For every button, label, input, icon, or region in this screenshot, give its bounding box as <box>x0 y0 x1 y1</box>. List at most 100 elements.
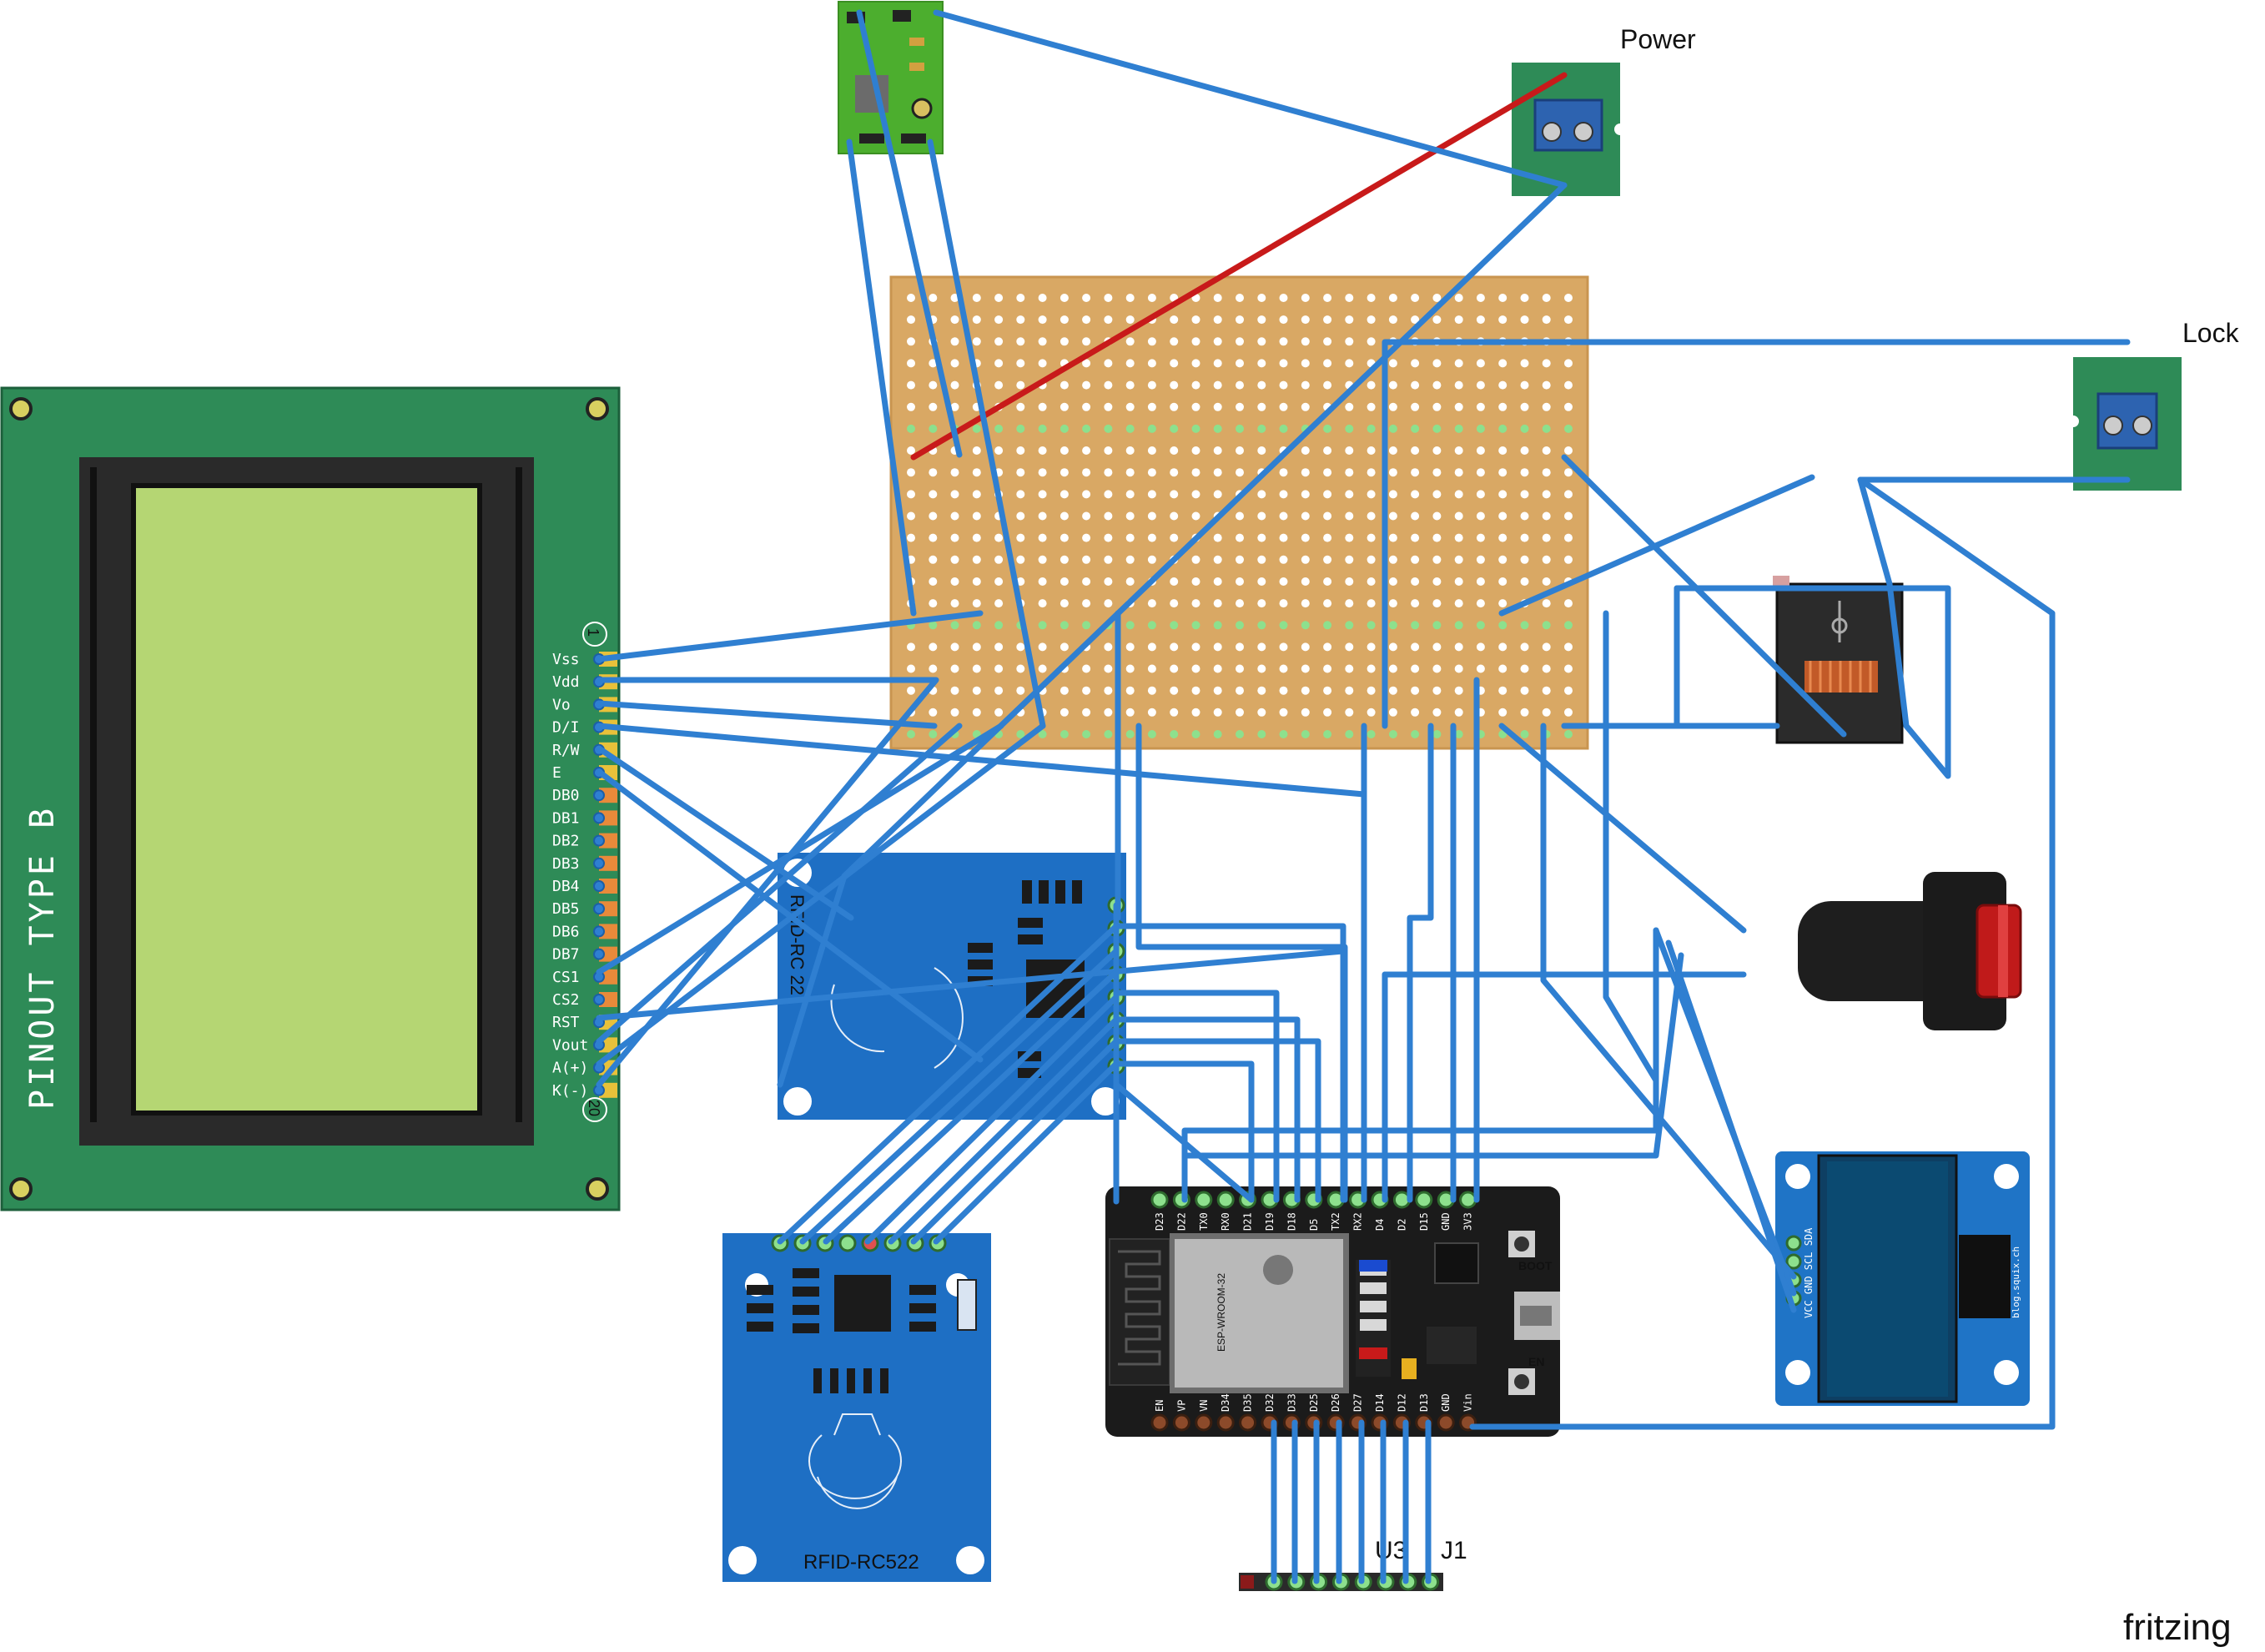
board-hole <box>1104 577 1113 586</box>
board-hole <box>1213 337 1222 346</box>
board-hole <box>1367 555 1376 564</box>
board-hole <box>1213 402 1222 411</box>
board-hole <box>1388 315 1397 325</box>
board-hole <box>1301 337 1310 346</box>
lcd-pin <box>599 833 617 849</box>
board-hole <box>1301 359 1310 368</box>
board-hole <box>1498 402 1507 411</box>
wire <box>856 9 963 458</box>
board-hole <box>1082 664 1091 673</box>
board-hole <box>1279 642 1288 652</box>
board-hole <box>1411 446 1420 455</box>
esp-bottom-pin-label: GND <box>1440 1393 1452 1412</box>
board-hole <box>1345 490 1354 499</box>
board-hole <box>1213 577 1222 586</box>
board-hole <box>1498 359 1507 368</box>
lcd-pin <box>599 788 617 803</box>
board-hole <box>1147 359 1156 368</box>
lcd-pin-label: DB0 <box>552 787 580 804</box>
board-hole <box>1147 294 1156 302</box>
board-hole <box>972 490 981 499</box>
board-hole <box>1411 577 1420 586</box>
board-hole <box>929 402 938 411</box>
board-hole <box>1125 294 1135 302</box>
wires <box>596 9 2131 1584</box>
board-hole <box>1236 599 1244 608</box>
board-hole <box>950 533 959 542</box>
board-hole <box>994 577 1004 586</box>
lcd-pin <box>599 879 617 894</box>
board-hole <box>1191 686 1200 695</box>
board-hole <box>1388 446 1397 455</box>
board-hole <box>1498 599 1507 608</box>
board-hole <box>1257 686 1266 695</box>
wire-end <box>593 880 605 892</box>
board-hole <box>1060 686 1069 695</box>
board-hole <box>1323 642 1332 652</box>
wire-end <box>593 903 605 915</box>
board-hole <box>1016 424 1025 433</box>
board-hole <box>1236 664 1244 673</box>
board-hole <box>1498 511 1507 521</box>
board-hole <box>1388 621 1397 630</box>
board-hole <box>1170 424 1179 433</box>
board-hole <box>1367 402 1376 411</box>
board-hole <box>1104 294 1113 302</box>
board-hole <box>1388 468 1397 477</box>
lcd-pin-label: DB6 <box>552 923 580 940</box>
board-hole <box>1323 511 1332 521</box>
board-hole <box>1038 294 1047 302</box>
board-hole <box>1388 577 1397 586</box>
esp-bottom-pin-label: D13 <box>1418 1393 1430 1412</box>
board-hole <box>1104 511 1113 521</box>
board-hole <box>972 533 981 542</box>
board-hole <box>972 664 981 673</box>
board-hole <box>994 642 1004 652</box>
board-hole <box>929 294 938 302</box>
board-hole <box>1345 599 1354 608</box>
board-hole <box>1060 577 1069 586</box>
board-hole <box>1520 359 1529 368</box>
board-hole <box>1564 402 1573 411</box>
board-hole <box>994 555 1004 564</box>
board-hole <box>1060 402 1069 411</box>
board-hole <box>1191 621 1200 630</box>
wire <box>1113 990 1280 1203</box>
board-hole <box>1542 294 1551 302</box>
board-hole <box>1367 599 1376 608</box>
board-hole <box>1191 555 1200 564</box>
wire <box>777 923 1120 1245</box>
board-hole <box>1564 511 1573 521</box>
board-hole <box>1498 621 1507 630</box>
board-hole <box>1257 708 1266 717</box>
wire <box>888 1016 1120 1245</box>
board-hole <box>1367 686 1376 695</box>
board-hole <box>1170 664 1179 673</box>
board-hole <box>1411 424 1420 433</box>
wire <box>1561 454 1847 738</box>
board-hole <box>950 359 959 368</box>
board-hole <box>1279 424 1288 433</box>
power-label: Power <box>1620 24 1696 54</box>
board-hole <box>1082 315 1091 325</box>
board-hole <box>1454 359 1463 368</box>
esp-top-pin-label: D5 <box>1308 1219 1320 1231</box>
board-hole <box>1411 294 1420 302</box>
board-hole <box>1411 380 1420 390</box>
board-hole <box>950 468 959 477</box>
fritzing-watermark: fritzing <box>2123 1607 2232 1648</box>
board-hole <box>1520 708 1529 717</box>
board-hole <box>1060 490 1069 499</box>
board-hole <box>994 664 1004 673</box>
board-hole <box>1520 730 1529 738</box>
esp-boot-label: BOOT <box>1518 1259 1553 1272</box>
board-hole <box>972 686 981 695</box>
wire <box>910 1038 1120 1245</box>
oled-display: VCC GND SCL SDA blog.squix.ch <box>1775 1151 2030 1406</box>
board-hole <box>1498 708 1507 717</box>
esp-bottom-pin-label: D32 <box>1264 1393 1276 1412</box>
wire <box>1181 927 1659 1203</box>
wire <box>1540 723 1797 1280</box>
esp-top-pin <box>1216 1191 1235 1209</box>
board-hole <box>1542 599 1551 608</box>
